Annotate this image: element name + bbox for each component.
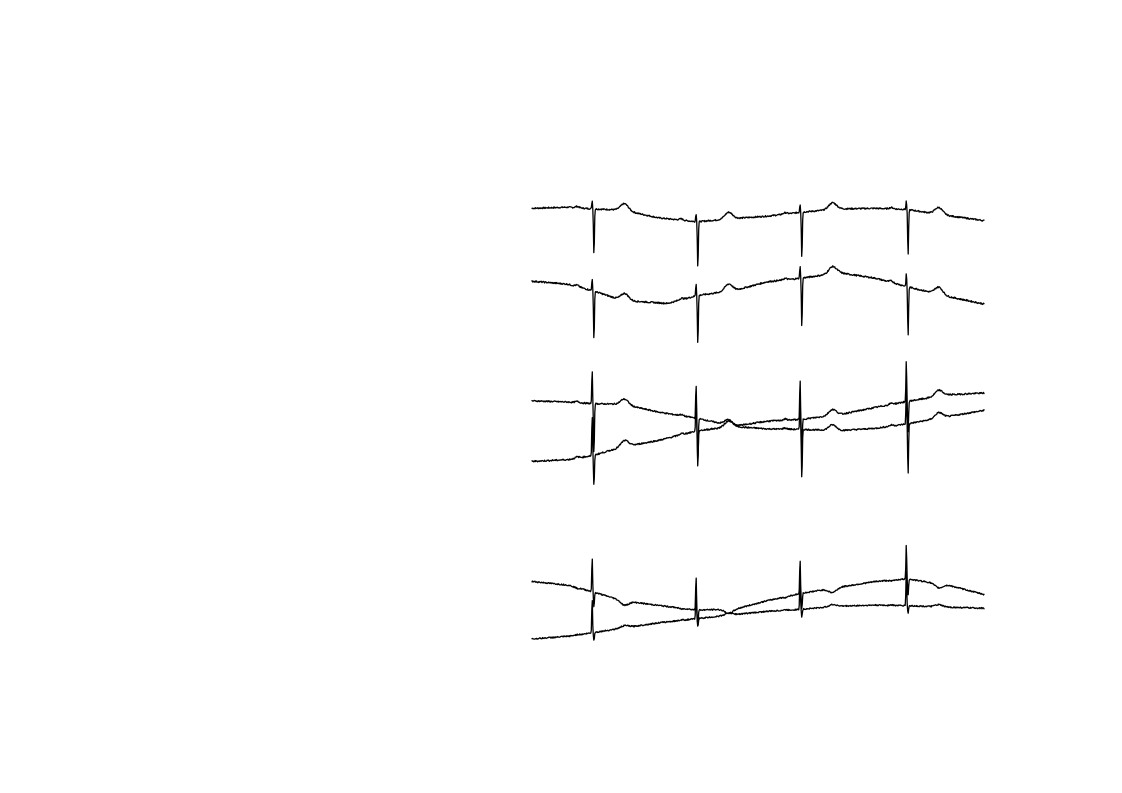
ecg-trace-1 (531, 200, 985, 267)
ecg-trace-6 (531, 570, 985, 641)
ecg-trace-4 (531, 361, 985, 485)
trace-group (531, 200, 985, 641)
ecg-trace-5 (531, 544, 985, 626)
ecg-trace-3 (531, 371, 985, 478)
ecg-trace-2 (531, 265, 985, 343)
